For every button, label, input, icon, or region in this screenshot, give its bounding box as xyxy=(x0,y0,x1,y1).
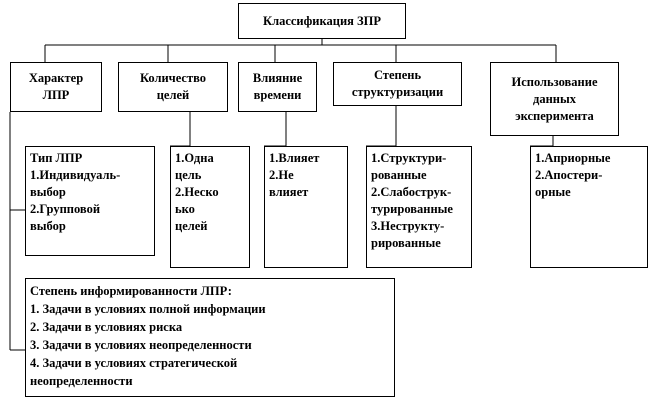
detail-time-text: 1.Влияет 2.Не влияет xyxy=(269,151,320,199)
title-text: Классификация ЗПР xyxy=(263,13,381,28)
category-character-label: Характер ЛПР xyxy=(28,71,84,102)
detail-experiment: 1.Априорные 2.Апостери- орные xyxy=(530,146,648,268)
category-experiment-label: Использование данных эксперимента xyxy=(511,74,598,123)
structure-connector xyxy=(366,105,397,147)
category-structure: Степень структуризации xyxy=(333,62,462,106)
category-experiment: Использование данных эксперимента xyxy=(490,62,619,136)
category-structure-label: Степень структуризации xyxy=(351,68,444,99)
experiment-connector xyxy=(530,135,554,147)
informedness-item: 2. Задачи в условиях риска xyxy=(30,320,183,334)
goals-connector xyxy=(170,111,191,147)
category-character: Характер ЛПР xyxy=(10,62,102,112)
detail-character: Тип ЛПР 1.Индивидуаль- выбор 2.Групповой… xyxy=(25,146,155,256)
time-connector xyxy=(264,111,287,147)
informedness-box: Степень информированности ЛПР: 1. Задачи… xyxy=(25,278,395,397)
category-goals-label: Количество целей xyxy=(139,71,207,102)
informedness-heading: Степень информированности ЛПР: xyxy=(30,284,232,298)
informedness-item: 4. Задачи в условиях стратегической неоп… xyxy=(30,356,238,388)
detail-structure-text: 1.Структури- рованные 2.Слабострук- тури… xyxy=(371,151,453,250)
informedness-item: 1. Задачи в условиях полной информации xyxy=(30,302,266,316)
detail-goals-text: 1.Одна цель 2.Неско ько целей xyxy=(175,151,219,233)
detail-time: 1.Влияет 2.Не влияет xyxy=(264,146,348,268)
detail-experiment-text: 1.Априорные 2.Апостери- орные xyxy=(535,151,611,199)
category-time-label: Влияние времени xyxy=(252,71,303,102)
title-box: Классификация ЗПР xyxy=(238,3,406,39)
category-time: Влияние времени xyxy=(238,62,317,112)
detail-character-text: Тип ЛПР 1.Индивидуаль- выбор 2.Групповой… xyxy=(30,151,121,233)
informedness-item: 3. Задачи в условиях неопределенности xyxy=(30,338,252,352)
category-goals: Количество целей xyxy=(118,62,228,112)
detail-structure: 1.Структури- рованные 2.Слабострук- тури… xyxy=(366,146,472,268)
detail-goals: 1.Одна цель 2.Неско ько целей xyxy=(170,146,250,268)
